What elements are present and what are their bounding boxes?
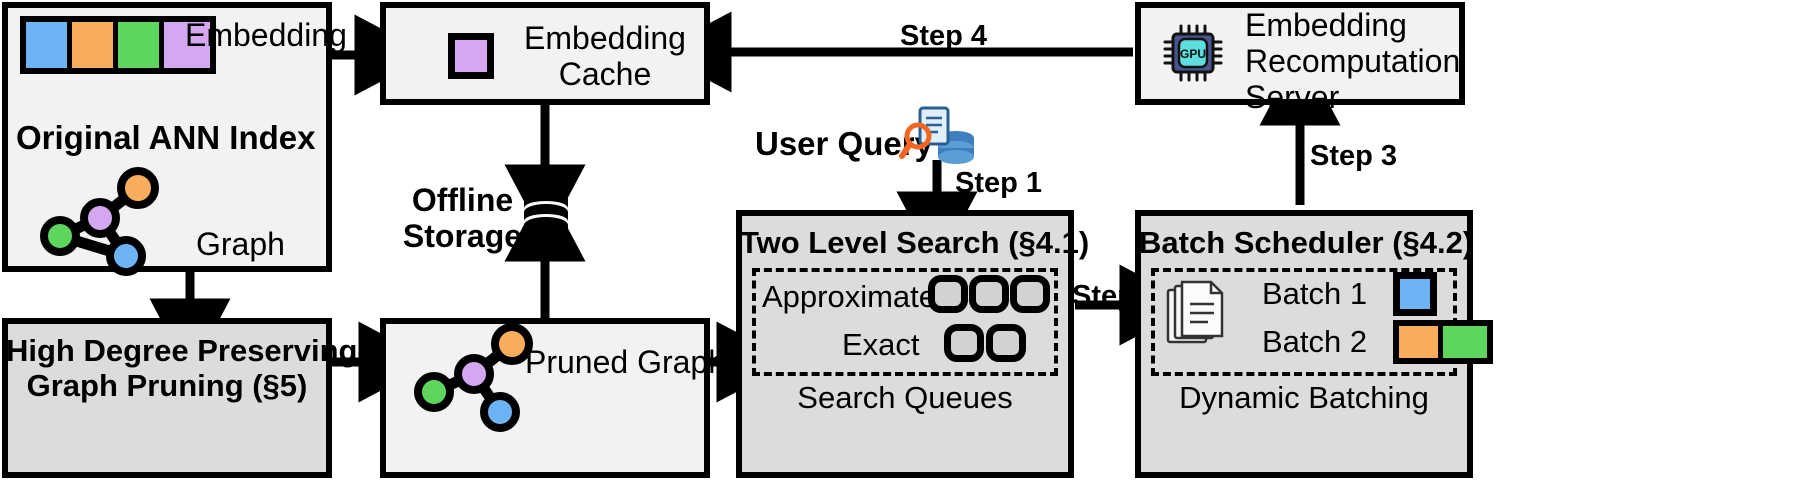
approximate-queue-block-3	[1010, 275, 1050, 313]
embedding-swatch-orange	[72, 22, 118, 68]
recomputation-server-line1: Embedding	[1245, 7, 1407, 43]
pruned-graph-node-purple	[454, 354, 494, 394]
original-ann-index-title: Original ANN Index	[16, 119, 316, 156]
embedding-cache-line2: Cache	[558, 55, 652, 92]
graph-node-orange	[117, 167, 159, 209]
search-queues-dashed-region	[752, 268, 1058, 376]
exact-queue-block-1	[944, 324, 984, 362]
batch-scheduler-title: Batch Scheduler (§4.2)	[1139, 225, 1474, 260]
embedding-cache-box	[380, 2, 710, 105]
pruned-graph-label: Pruned Graph	[525, 344, 727, 380]
exact-queue-block-2	[986, 324, 1026, 362]
graph-node-blue	[106, 236, 146, 276]
two-level-search-title: Two Level Search (§4.1)	[740, 225, 1090, 260]
embedding-swatch-purple	[164, 22, 210, 68]
query-search-database-icon	[899, 106, 974, 164]
batch-1-swatch-blue	[1393, 272, 1437, 316]
step3-label: Step 3	[1310, 140, 1398, 172]
batch-2-label: Batch 2	[1262, 324, 1368, 359]
graph-label: Graph	[196, 226, 285, 262]
batch-1-label: Batch 1	[1262, 276, 1368, 311]
step4-label: Step 4	[900, 20, 988, 52]
embedding-swatch-green	[118, 22, 164, 68]
embedding-cache-swatch-icon	[448, 33, 494, 79]
step1-label: Step 1	[955, 167, 1043, 199]
approximate-label: Approximate	[762, 279, 937, 314]
pruned-graph-node-blue	[480, 392, 520, 432]
graph-node-purple	[80, 198, 120, 238]
pruned-graph-illustration	[414, 323, 533, 432]
exact-label: Exact	[842, 327, 920, 362]
embedding-swatch-blue	[26, 22, 72, 68]
svg-text:GPU: GPU	[1180, 47, 1206, 61]
pruned-graph-node-orange	[491, 323, 533, 365]
recomputation-server-line2: Recomputation	[1245, 42, 1461, 79]
batch-2-swatch-orange	[1399, 326, 1443, 358]
user-query-label: User Query	[755, 125, 933, 162]
offline-storage-line1: Offline	[411, 182, 514, 218]
embedding-cache-line1: Embedding	[524, 20, 686, 56]
dynamic-batching-footer: Dynamic Batching	[1179, 380, 1429, 415]
approximate-queue-block-2	[969, 275, 1009, 313]
graph-node-green	[40, 216, 80, 256]
documents-stack-icon	[1166, 280, 1224, 344]
graph-pruning-line1: High Degree Preserving	[6, 333, 358, 368]
graph-pruning-box	[2, 318, 332, 478]
gpu-chip-icon: GPU	[1163, 24, 1223, 82]
graph-pruning-line2: Graph Pruning (§5)	[26, 367, 308, 403]
offline-storage-line2: Storage	[402, 217, 523, 254]
database-cylinder-icon	[524, 191, 568, 242]
search-queues-footer: Search Queues	[797, 380, 1013, 415]
embedding-swatch-row	[20, 16, 216, 74]
recomputation-server-line3: Server	[1245, 78, 1340, 115]
approximate-queue-block-1	[928, 275, 968, 313]
pruned-graph-node-green	[414, 372, 454, 412]
embedding-label: Embedding	[185, 17, 347, 53]
batch-2-swatch-row	[1393, 320, 1493, 364]
batch-2-swatch-green	[1443, 326, 1487, 358]
ann-index-graph	[40, 167, 159, 276]
